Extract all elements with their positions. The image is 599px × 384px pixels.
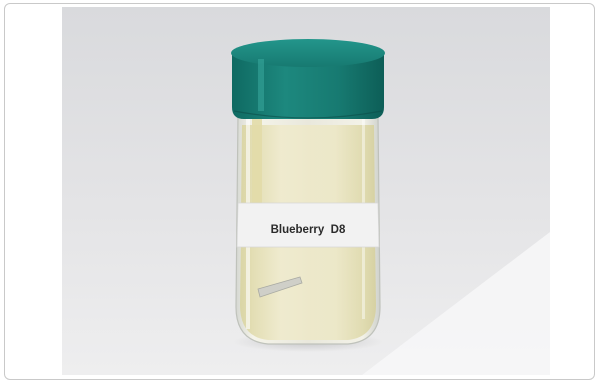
vial-label	[236, 202, 380, 248]
vial-photo-illustration: Blueberry D8	[62, 7, 550, 375]
vial-cap-top	[231, 39, 385, 67]
backdrop-stripe	[362, 232, 550, 375]
product-photo: Blueberry D8	[62, 7, 550, 375]
vial-cap-rim	[233, 110, 383, 119]
vial-label-text: Blueberry D8	[271, 224, 346, 236]
vial-cap-body	[232, 55, 384, 119]
vial-cap-highlight	[258, 59, 264, 111]
vial-inner-clip	[257, 276, 303, 298]
vial-inner-tube	[252, 119, 262, 215]
vial-liquid-upper	[241, 125, 375, 212]
image-frame: Blueberry D8	[4, 3, 595, 380]
vial-liquid-lower	[240, 237, 376, 340]
